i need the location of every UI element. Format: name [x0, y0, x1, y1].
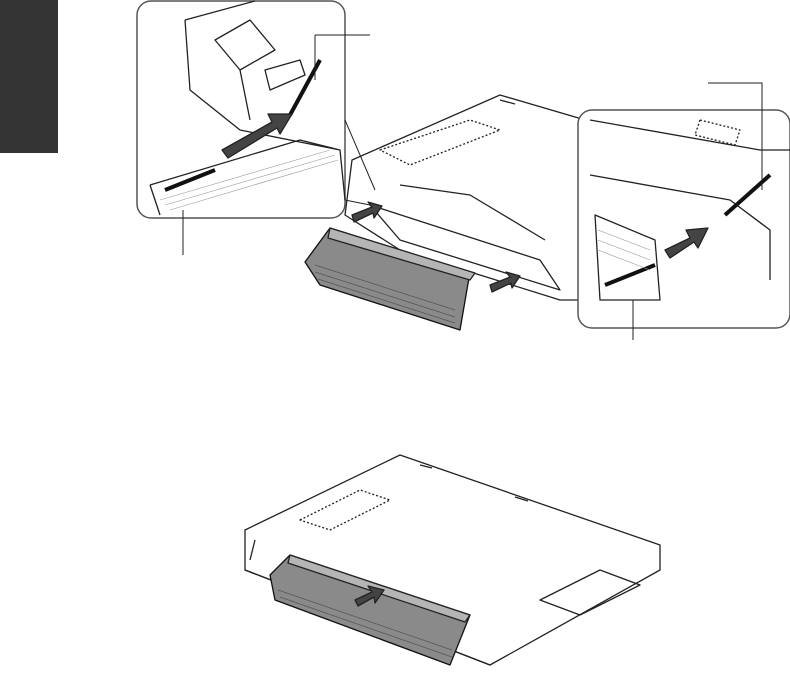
section-tab [0, 0, 58, 153]
insert-arrow-icon [351, 201, 383, 223]
insert-arrow-icon [354, 585, 385, 607]
insert-arrow-icon [489, 271, 521, 293]
leader-lines [182, 34, 763, 340]
callout-right-latch [577, 109, 790, 329]
battery-pack [304, 227, 476, 331]
callout-left-latch [136, 0, 346, 219]
